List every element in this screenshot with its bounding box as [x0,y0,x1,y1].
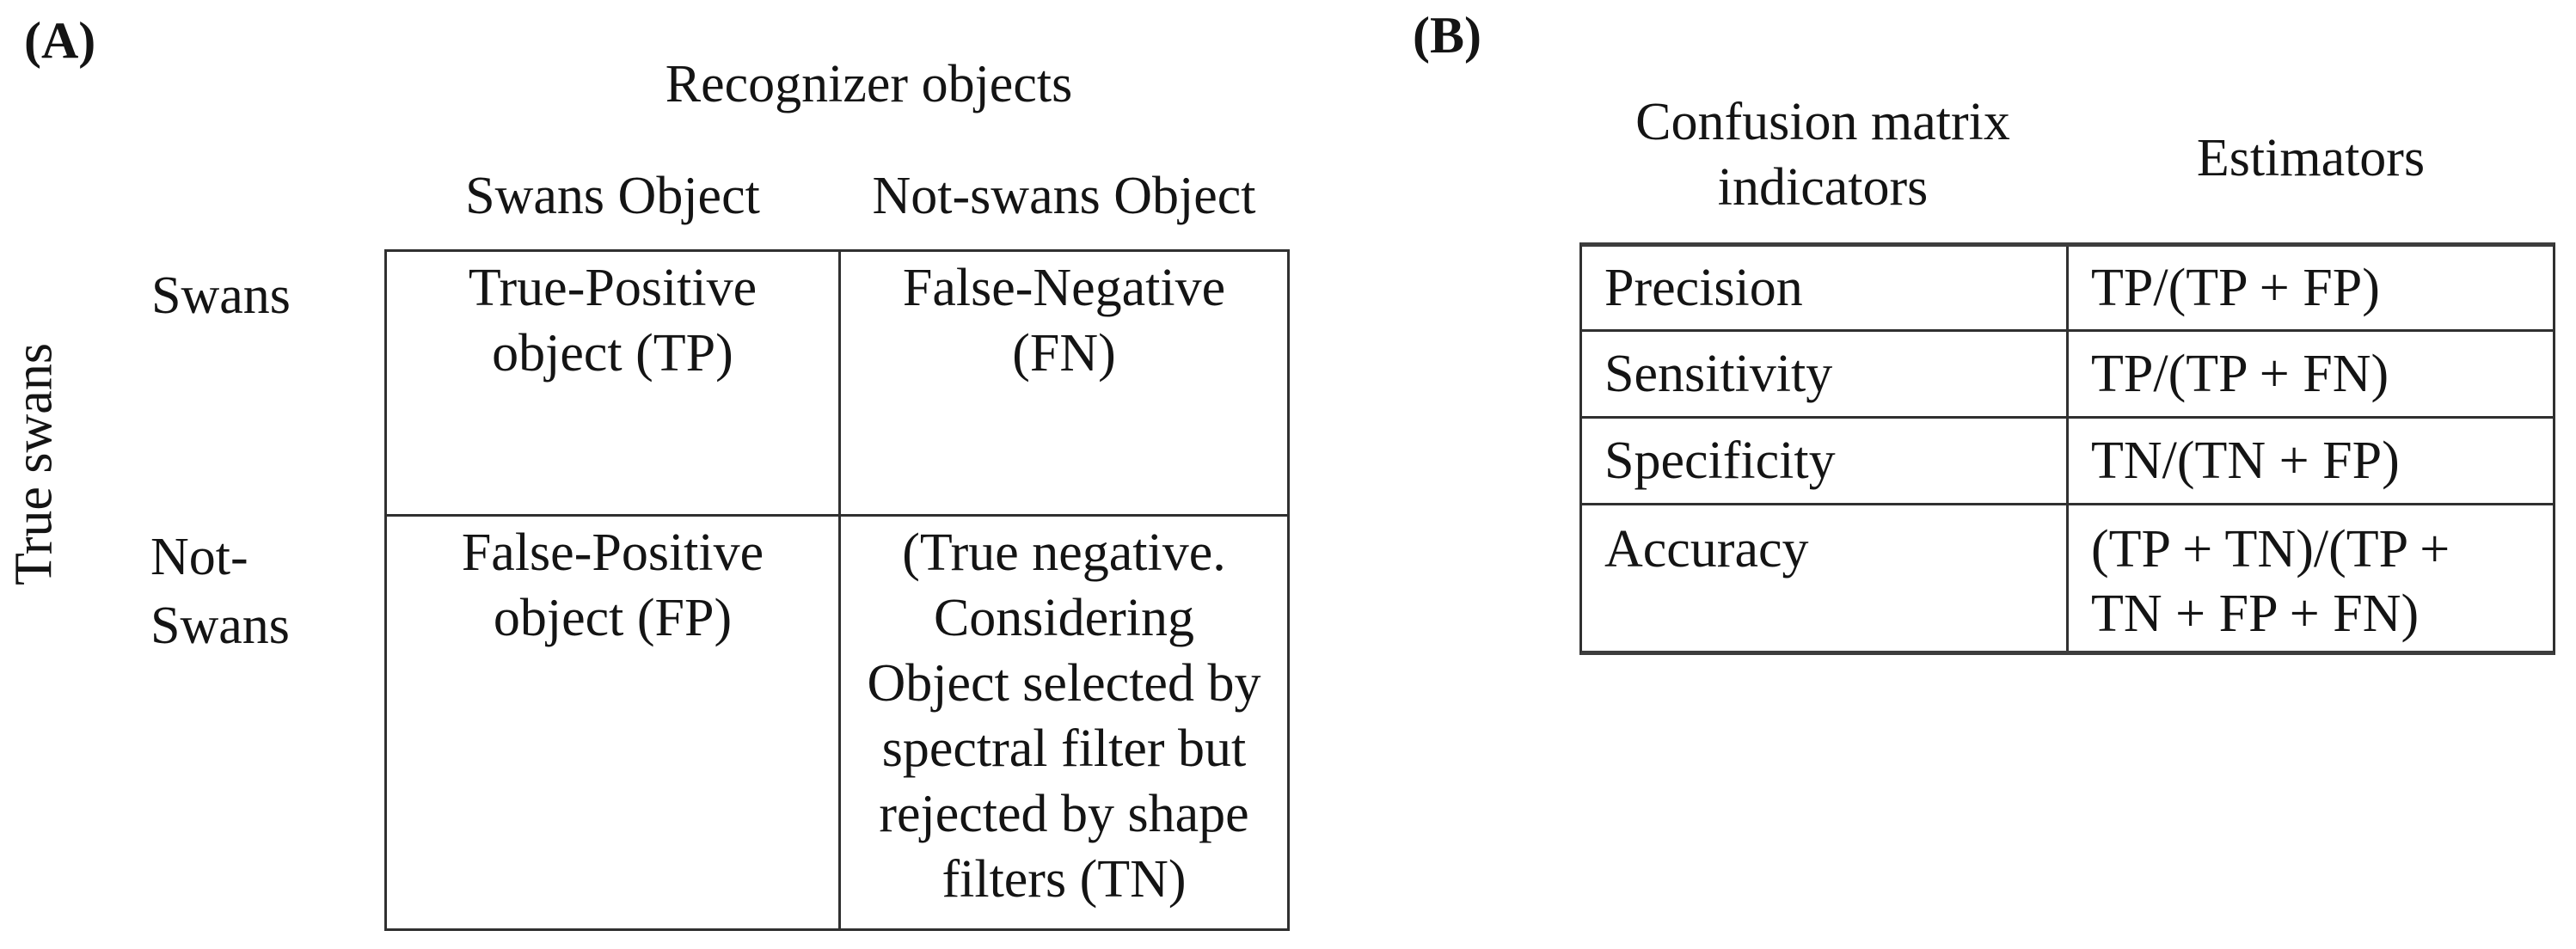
column-header-not-swans-object: Not-swans Object [872,167,1256,225]
column-header-confusion-matrix-indicators: Confusion matrix indicators [1635,93,2010,217]
table-row-specificity-indicator: Specificity [1582,419,2069,505]
table-row-specificity-estimator: TN/(TN + FP) [2069,419,2553,505]
panel-a-label: (A) [24,12,96,69]
left-axis-title-true-swans: True swans [4,343,64,585]
table-row-accuracy-indicator: Accuracy [1582,505,2069,651]
cell-true-positive: True-Positive object (TP) [387,252,841,517]
row-label-not-swans: Not- Swans [150,528,290,655]
top-axis-title-recognizer-objects: Recognizer objects [665,55,1073,113]
table-row-accuracy-estimator: (TP + TN)/(TP + TN + FP + FN) [2091,520,2450,643]
row-label-swans: Swans [151,266,291,325]
cell-false-positive: False-Positive object (FP) [387,517,841,928]
confusion-matrix-table: True-Positive object (TP) False-Negative… [384,249,1290,931]
table-row-precision-indicator: Precision [1582,247,2069,332]
cell-true-negative: (True negative. Considering Object selec… [867,523,1261,909]
table-row-precision-estimator: TP/(TP + FP) [2069,247,2553,332]
table-row-sensitivity-estimator: TP/(TP + FN) [2069,332,2553,419]
panel-b-label: (B) [1413,7,1481,64]
column-header-estimators: Estimators [2196,129,2426,187]
column-header-swans-object: Swans Object [465,167,760,225]
table-row-sensitivity-indicator: Sensitivity [1582,332,2069,419]
estimators-table: Precision TP/(TP + FP) Sensitivity TP/(T… [1579,242,2555,655]
cell-false-negative: False-Negative (FN) [841,252,1287,517]
